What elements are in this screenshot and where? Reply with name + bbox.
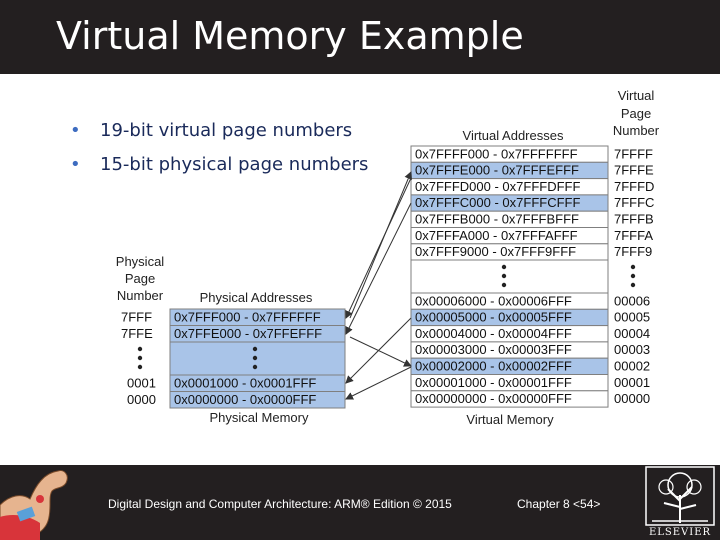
arrow-from-7fff-up xyxy=(349,171,412,319)
arrow-7fffc-to-7ffe xyxy=(345,202,412,335)
page-number: 00000 xyxy=(614,391,650,406)
bullet-text: 19-bit virtual page numbers xyxy=(100,120,353,141)
page-number: 7FFFC xyxy=(614,195,654,210)
memory-row: 0x00001000 - 0x00001FFF 00001 xyxy=(410,374,650,392)
page-number: 0001 xyxy=(127,376,156,391)
bullet-dot-icon: • xyxy=(70,154,81,175)
address-range: 0x00004000 - 0x00004FFF xyxy=(415,326,572,341)
physical-addresses-header: Physical Addresses xyxy=(200,290,313,305)
vpn-header-line-2: Page xyxy=(621,106,651,121)
virtual-memory-gap xyxy=(410,259,609,294)
address-range: 0x7FFF000 - 0x7FFFFFF xyxy=(174,310,321,325)
mapping-arrows xyxy=(345,171,412,400)
memory-row: 0x7FFFD000 - 0x7FFFDFFF 7FFFD xyxy=(410,178,654,196)
page-number: 00005 xyxy=(614,310,650,325)
virtual-addresses-header: Virtual Addresses xyxy=(463,128,564,143)
publisher-logo-text: ELSEVIER xyxy=(648,527,712,538)
address-range: 0x00005000 - 0x00005FFF xyxy=(415,310,572,325)
physical-ellipsis-icon xyxy=(137,346,258,370)
title-bar: Virtual Memory Example xyxy=(0,0,720,74)
address-range: 0x7FFE000 - 0x7FFEFFF xyxy=(174,326,322,341)
memory-row: 0x7FFFE000 - 0x7FFFEFFF 7FFFE xyxy=(410,161,654,180)
memory-row: 0x7FFFA000 - 0x7FFFAFFF 7FFFA xyxy=(410,227,653,245)
memory-row: 0x00002000 - 0x00002FFF 00002 xyxy=(410,357,650,376)
memory-row-cell xyxy=(410,390,609,408)
bullet-dot-icon: • xyxy=(70,120,81,141)
page-number: 7FFE xyxy=(121,326,153,341)
ppn-header-line-3: Number xyxy=(117,288,164,303)
address-range: 0x7FFFF000 - 0x7FFFFFFF xyxy=(415,146,578,161)
page-number: 00003 xyxy=(614,342,650,357)
bullet-text: 15-bit physical page numbers xyxy=(100,154,369,175)
address-range: 0x7FFFE000 - 0x7FFFEFFF xyxy=(415,163,579,178)
memory-row: 0x7FFFF000 - 0x7FFFFFFF 7FFFF xyxy=(410,145,653,163)
page-number: 7FFFA xyxy=(614,228,653,243)
bullet-list: • 19-bit virtual page numbers • 15-bit phy… xyxy=(70,118,368,186)
arrow-7fffe-to-7fff xyxy=(345,177,412,319)
address-range: 0x7FFFA000 - 0x7FFFAFFF xyxy=(415,228,578,243)
vpn-header-line-3: Number xyxy=(613,123,660,138)
memory-row: 0x00003000 - 0x00003FFF 00003 xyxy=(410,341,650,359)
flexed-arm-icon xyxy=(0,470,68,540)
elsevier-tree-logo-icon xyxy=(645,466,715,526)
address-range: 0x00006000 - 0x00006FFF xyxy=(415,293,572,308)
vpn-header-line-1: Virtual xyxy=(618,88,655,103)
arrow-00002-to-0000 xyxy=(345,366,412,400)
memory-row: 0x7FFF000 - 0x7FFFFFF 7FFF xyxy=(121,308,346,326)
address-range: 0x7FFFC000 - 0x7FFFCFFF xyxy=(415,195,580,210)
page-number: 7FFF9 xyxy=(614,244,652,259)
memory-row: 0x7FFFB000 - 0x7FFFBFFF 7FFFB xyxy=(410,210,654,228)
memory-row: 0x7FFFC000 - 0x7FFFCFFF 7FFFC xyxy=(410,194,654,212)
footer-book-title: Digital Design and Computer Architecture… xyxy=(108,497,452,511)
memory-row-cell xyxy=(169,391,346,409)
address-range: 0x0001000 - 0x0001FFF xyxy=(174,376,316,391)
address-range: 0x7FFF9000 - 0x7FFF9FFF xyxy=(415,244,576,259)
memory-row: 0x00005000 - 0x00005FFF 00005 xyxy=(410,308,650,327)
physical-memory-gap xyxy=(169,341,346,376)
memory-row: 0x7FFF9000 - 0x7FFF9FFF 7FFF9 xyxy=(410,243,652,261)
address-range: 0x00001000 - 0x00001FFF xyxy=(415,375,572,390)
memory-row: 0x00000000 - 0x00000FFF 00000 xyxy=(410,390,650,408)
memory-row: 0x7FFE000 - 0x7FFEFFF 7FFE xyxy=(121,325,346,343)
address-range: 0x0000000 - 0x0000FFF xyxy=(174,392,316,407)
address-range: 0x7FFFD000 - 0x7FFFDFFF xyxy=(415,179,580,194)
page-number: 0000 xyxy=(127,392,156,407)
arrow-from-0001-up xyxy=(349,336,412,367)
memory-row: 0x0000000 - 0x0000FFF 0000 xyxy=(127,391,346,409)
slide-title: Virtual Memory Example xyxy=(56,14,524,58)
memory-row: 0x00006000 - 0x00006FFF 00006 xyxy=(410,292,650,310)
page-number: 7FFFE xyxy=(614,163,654,178)
page-number: 00006 xyxy=(614,293,650,308)
footer-bar: Digital Design and Computer Architecture… xyxy=(0,465,720,540)
ppn-header-line-1: Physical xyxy=(116,254,165,269)
bullet-item: • 15-bit physical page numbers xyxy=(70,152,368,186)
physical-memory-caption: Physical Memory xyxy=(210,410,309,425)
address-range: 0x00002000 - 0x00002FFF xyxy=(415,359,572,374)
virtual-memory-diagram: Virtual Addresses Virtual Page Number 0x… xyxy=(116,88,660,427)
footer-chapter: Chapter 8 <54> xyxy=(517,497,601,511)
virtual-memory-caption: Virtual Memory xyxy=(466,412,554,427)
ppn-header-line-2: Page xyxy=(125,271,155,286)
virtual-ellipsis-icon xyxy=(501,264,636,288)
address-range: 0x00000000 - 0x00000FFF xyxy=(415,391,572,406)
bullet-item: • 19-bit virtual page numbers xyxy=(70,118,368,152)
address-range: 0x00003000 - 0x00003FFF xyxy=(415,342,572,357)
memory-row: 0x00004000 - 0x00004FFF 00004 xyxy=(410,325,650,343)
page-number: 7FFF xyxy=(121,310,152,325)
page-number: 7FFFD xyxy=(614,179,654,194)
page-number: 00004 xyxy=(614,326,650,341)
page-number: 7FFFB xyxy=(614,212,654,227)
page-number: 00002 xyxy=(614,359,650,374)
page-number: 00001 xyxy=(614,375,650,390)
memory-row: 0x0001000 - 0x0001FFF 0001 xyxy=(127,374,346,392)
address-range: 0x7FFFB000 - 0x7FFFBFFF xyxy=(415,212,579,227)
page-number: 7FFFF xyxy=(614,146,653,161)
